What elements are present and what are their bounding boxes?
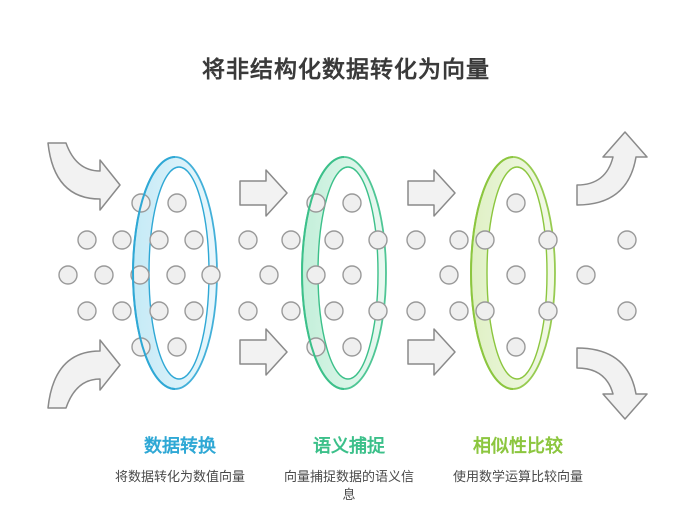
data-point-dot — [112, 230, 132, 250]
curved-input-arrow-icon — [47, 142, 121, 211]
data-point-dot — [576, 265, 596, 285]
right-arrow-icon — [407, 169, 456, 217]
data-point-dot — [538, 301, 558, 321]
data-point-dot — [184, 230, 204, 250]
curved-input-arrow-icon — [47, 339, 121, 409]
data-point-dot — [167, 193, 187, 213]
stage-title-data-conversion: 数据转换 — [144, 436, 216, 457]
data-point-dot — [342, 265, 362, 285]
data-point-dot — [77, 301, 97, 321]
data-point-dot — [406, 301, 426, 321]
data-point-dot — [149, 230, 169, 250]
data-point-dot — [94, 265, 114, 285]
data-point-dot — [112, 301, 132, 321]
stage-title-semantic-capture: 语义捕捉 — [313, 436, 385, 457]
data-point-dot — [406, 230, 426, 250]
data-point-dot — [58, 265, 78, 285]
data-point-dot — [306, 337, 326, 357]
stage-desc-similarity: 使用数学运算比较向量 — [452, 470, 583, 485]
data-point-dot — [342, 193, 362, 213]
data-point-dot — [166, 265, 186, 285]
data-point-dot — [130, 265, 150, 285]
stage-desc-semantic-capture: 向量捕捉数据的语义信息 — [283, 470, 414, 503]
data-point-dot — [342, 337, 362, 357]
data-point-dot — [617, 230, 637, 250]
page-title: 将非结构化数据转化为向量 — [202, 57, 490, 83]
data-point-dot — [238, 301, 258, 321]
data-point-dot — [201, 265, 221, 285]
data-point-dot — [475, 301, 495, 321]
data-point-dot — [324, 230, 344, 250]
data-point-dot — [259, 265, 279, 285]
curved-output-arrow-icon — [576, 347, 648, 420]
stage-desc-data-conversion: 将数据转化为数值向量 — [114, 470, 245, 485]
data-point-dot — [449, 230, 469, 250]
data-point-dot — [368, 230, 388, 250]
data-point-dot — [184, 301, 204, 321]
data-point-dot — [538, 230, 558, 250]
curved-output-arrow-icon — [576, 131, 648, 206]
data-point-dot — [449, 301, 469, 321]
data-point-dot — [475, 230, 495, 250]
data-point-dot — [281, 230, 301, 250]
data-point-dot — [149, 301, 169, 321]
data-point-dot — [238, 230, 258, 250]
data-point-dot — [368, 301, 388, 321]
right-arrow-icon — [239, 169, 288, 217]
stage-title-similarity: 相似性比较 — [473, 436, 563, 457]
filter-ring-icon — [470, 156, 514, 390]
data-point-dot — [324, 301, 344, 321]
data-point-dot — [77, 230, 97, 250]
filter-ring-icon — [301, 156, 345, 390]
data-point-dot — [167, 337, 187, 357]
filter-ring-icon — [132, 156, 176, 390]
data-point-dot — [439, 265, 459, 285]
data-point-dot — [506, 337, 526, 357]
data-point-dot — [281, 301, 301, 321]
data-point-dot — [506, 193, 526, 213]
right-arrow-icon — [407, 328, 456, 376]
data-point-dot — [306, 265, 326, 285]
right-arrow-icon — [239, 328, 288, 376]
data-point-dot — [506, 265, 526, 285]
data-point-dot — [617, 301, 637, 321]
